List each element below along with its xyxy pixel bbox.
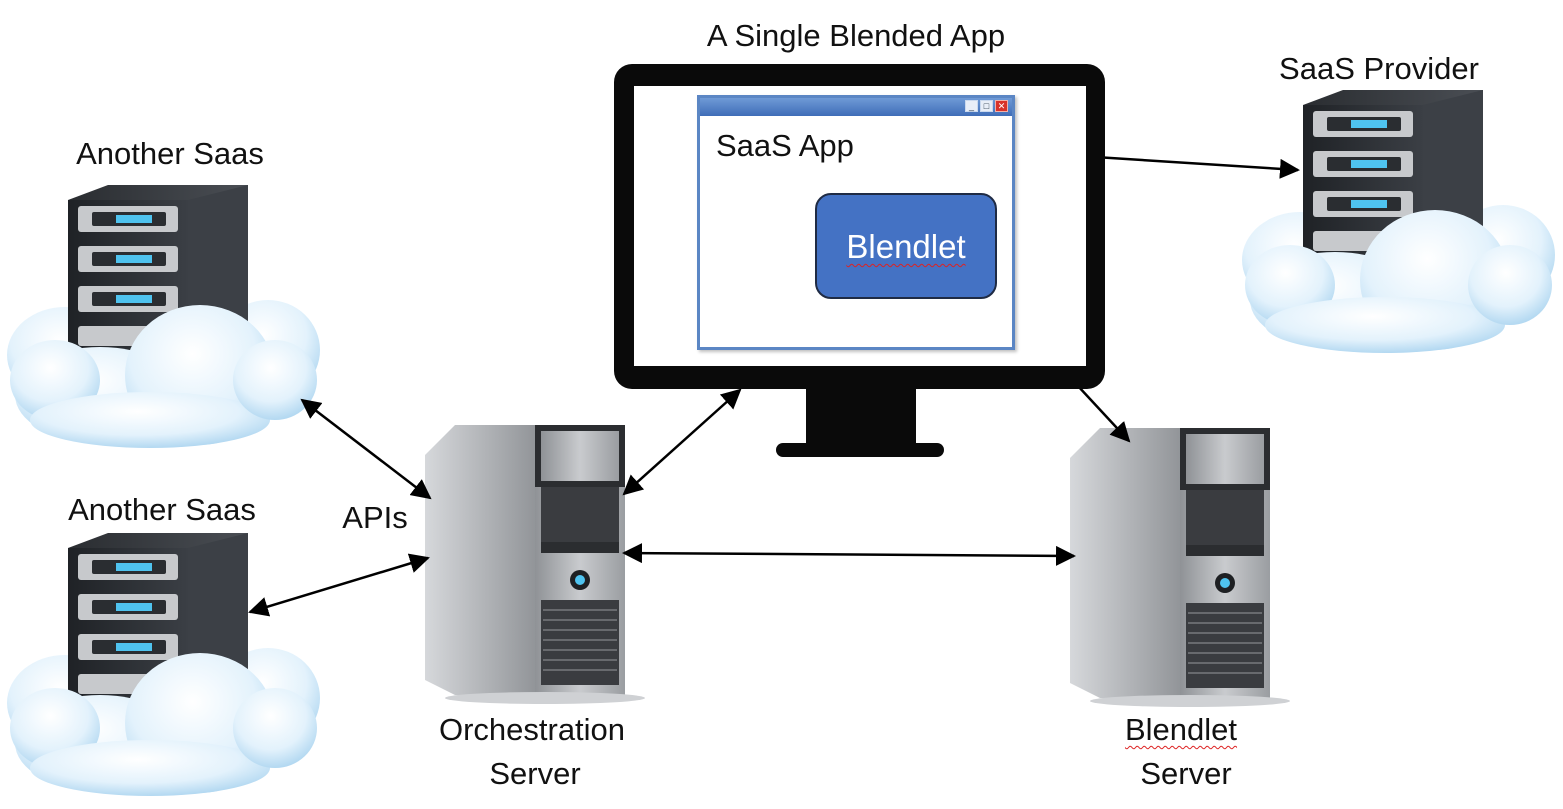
- blendlet-server-label-line1: Blendlet: [1124, 712, 1238, 747]
- blendlet-server-icon: [1069, 427, 1291, 708]
- apis-label: APIs: [342, 500, 408, 535]
- saas-provider-label: SaaS Provider: [1279, 51, 1479, 86]
- saas-app-title: SaaS App: [716, 128, 854, 163]
- monitor-base: [776, 443, 944, 457]
- diagram-title: A Single Blended App: [706, 18, 1006, 53]
- another-saas-bottom-cloud-server-icon: [7, 533, 320, 796]
- maximize-icon[interactable]: □: [980, 100, 993, 112]
- another-saas-top-label: Another Saas: [76, 136, 264, 171]
- arrow-another-saas-bottom-orchestration: [248, 553, 430, 617]
- monitor-stand: [806, 389, 916, 447]
- close-icon[interactable]: ✕: [995, 100, 1008, 112]
- blendlet-component: [815, 193, 997, 299]
- another-saas-bottom-label: Another Saas: [68, 492, 256, 527]
- arrow-another-saas-top-orchestration: [300, 398, 432, 500]
- saas-provider-cloud-server-icon: [1242, 90, 1555, 353]
- blendlet-server-label-line2: Server: [1140, 756, 1232, 791]
- arrow-orchestration-blendlet-server: [622, 543, 1076, 566]
- another-saas-top-cloud-server-icon: [7, 185, 320, 448]
- arrow-orchestration-monitor: [622, 388, 742, 496]
- orchestration-server-label-line2: Server: [489, 756, 581, 791]
- orchestration-server-label-line1: Orchestration: [438, 712, 626, 747]
- window-titlebar: _ □ ✕: [700, 98, 1012, 116]
- orchestration-server-icon: [424, 424, 646, 705]
- blendlet-label: Blendlet: [846, 228, 966, 265]
- minimize-icon[interactable]: _: [965, 100, 978, 112]
